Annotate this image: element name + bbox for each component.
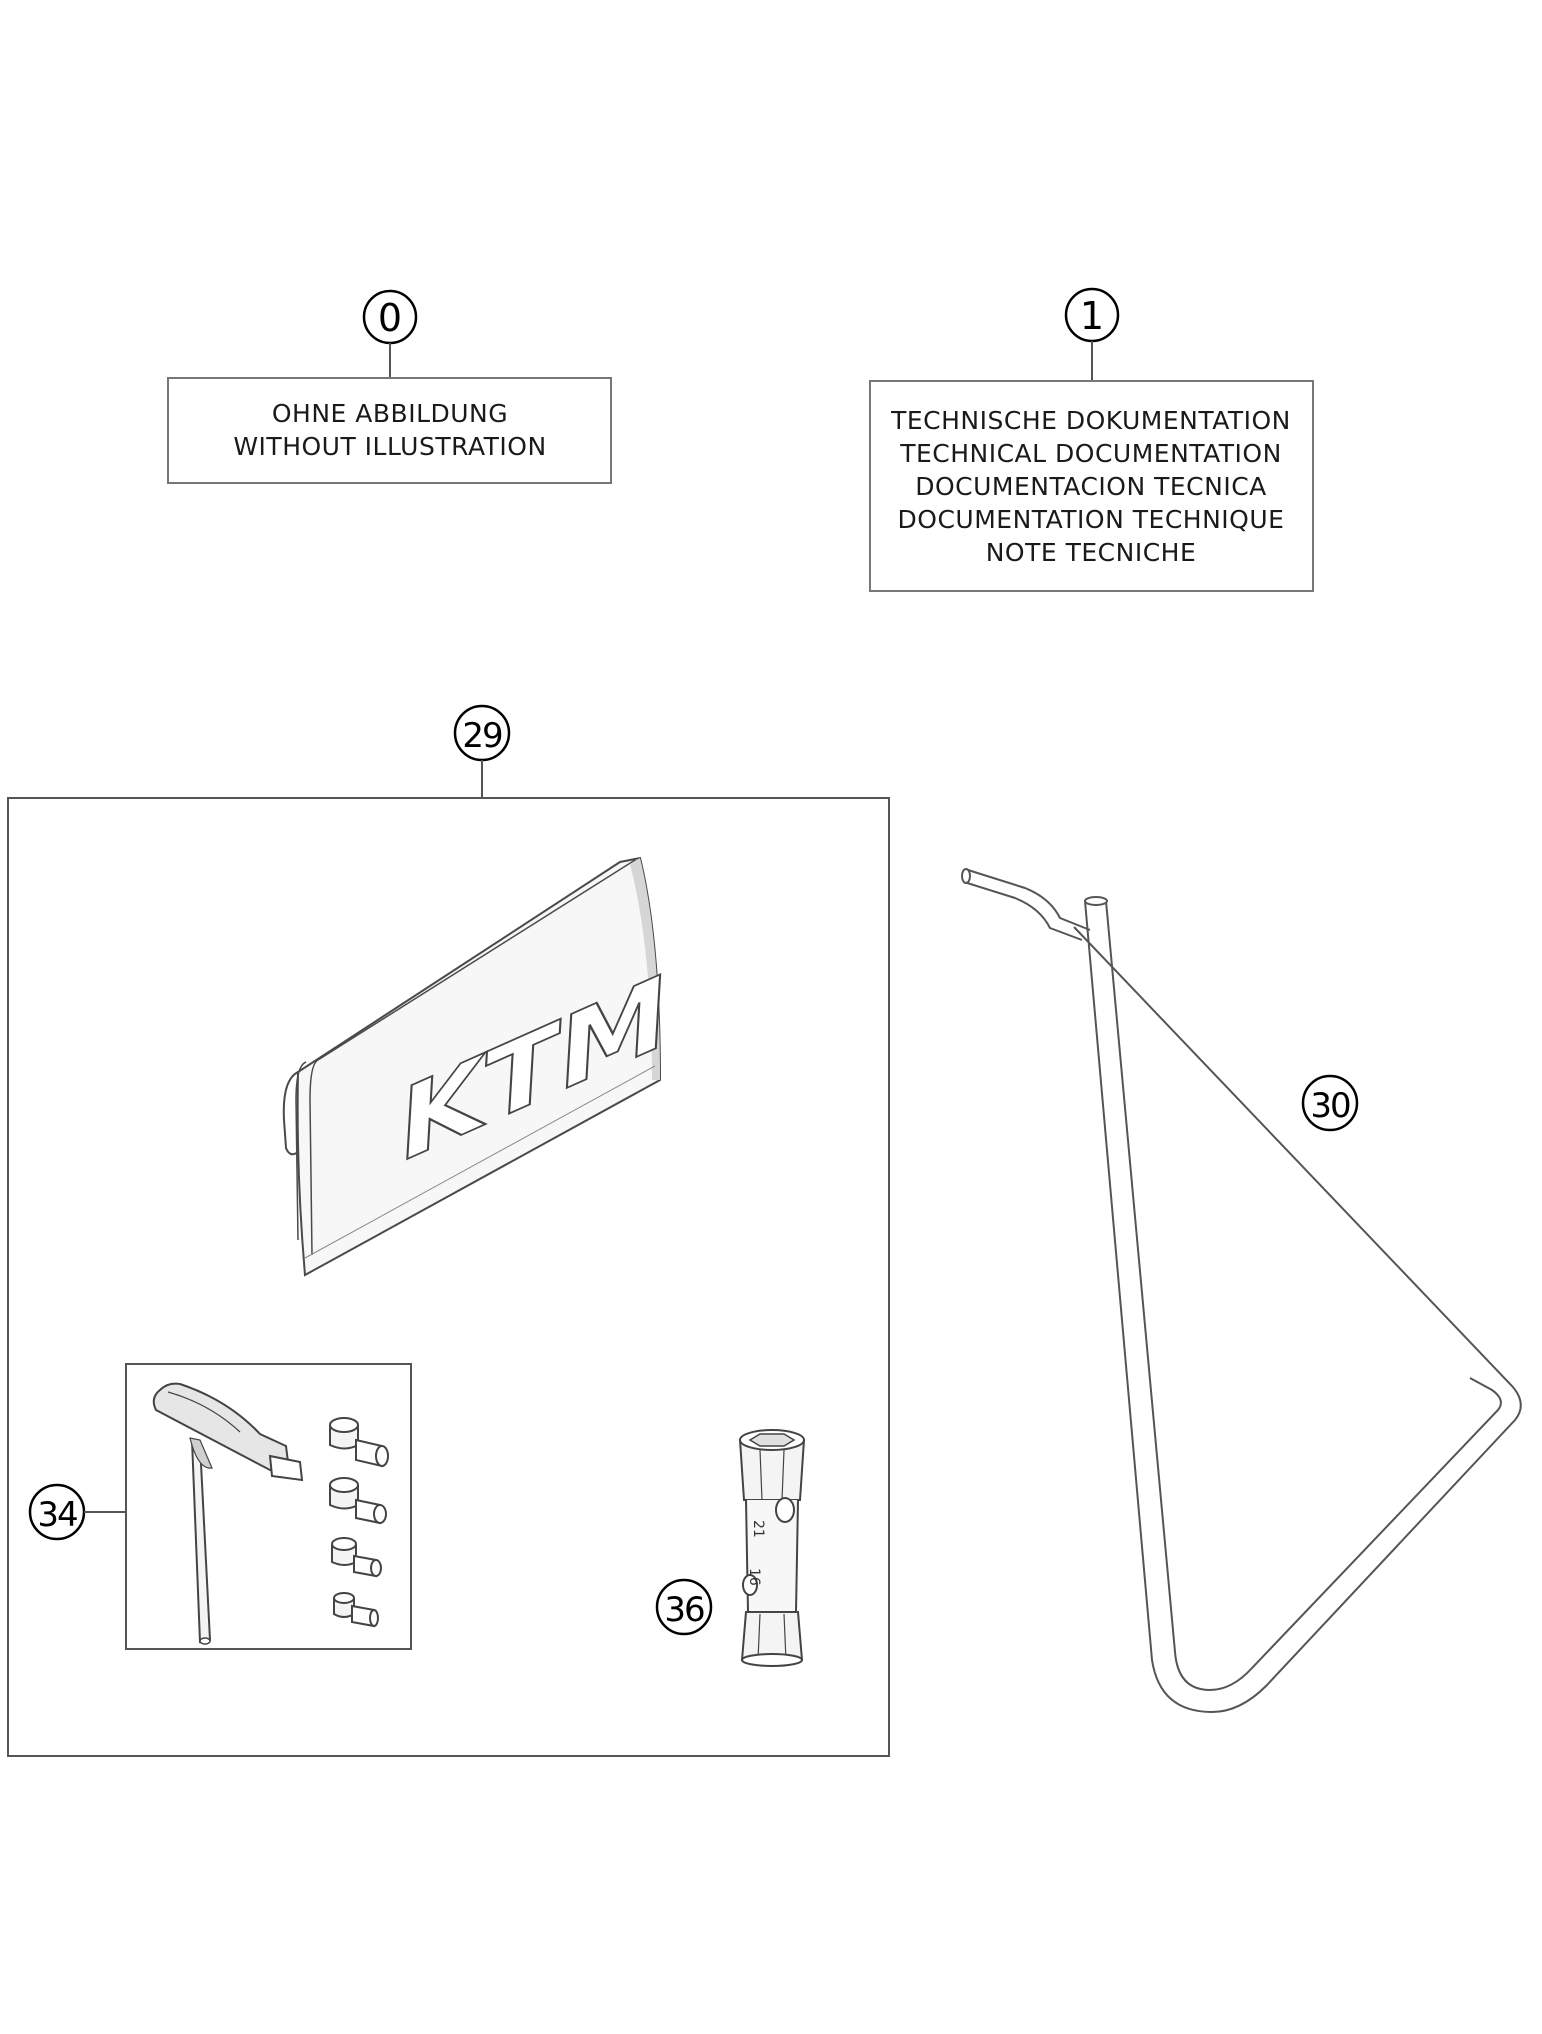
callout-29-label: 29	[462, 716, 502, 756]
callout-30[interactable]: 30	[1301, 1074, 1359, 1132]
box1-line1: TECHNISCHE DOKUMENTATION	[890, 406, 1291, 435]
box1-line3: DOCUMENTACION TECNICA	[915, 472, 1267, 501]
wrench-size-lower: 16	[746, 1568, 762, 1586]
socket-bit	[329, 1417, 389, 1468]
callout-1-label: 1	[1080, 294, 1104, 338]
box0-line1: OHNE ABBILDUNG	[272, 399, 508, 428]
side-stand[interactable]	[961, 868, 1522, 1714]
box0-line2: WITHOUT ILLUSTRATION	[233, 432, 546, 461]
callout-34-label: 34	[37, 1495, 77, 1535]
tool-pouch[interactable]: KTM	[282, 856, 678, 1277]
label-box-without-illustration: OHNE ABBILDUNG WITHOUT ILLUSTRATION	[167, 377, 612, 484]
callout-29[interactable]: 29	[453, 704, 511, 762]
hex-key-set[interactable]	[125, 1363, 412, 1650]
callout-36[interactable]: 36	[655, 1578, 713, 1636]
socket-bit	[329, 1477, 387, 1525]
label-box-technical-documentation: TECHNISCHE DOKUMENTATION TECHNICAL DOCUM…	[869, 380, 1314, 592]
box1-line4: DOCUMENTATION TECHNIQUE	[898, 505, 1285, 534]
callout-30-label: 30	[1310, 1086, 1350, 1126]
spark-plug-wrench[interactable]: 21 16	[738, 1429, 806, 1667]
callout-0[interactable]: 0	[362, 289, 418, 345]
callout-36-label: 36	[664, 1590, 704, 1630]
toolkit-frame	[7, 797, 890, 1757]
socket-bit	[333, 1592, 379, 1628]
callout-34[interactable]: 34	[28, 1483, 86, 1541]
wrench-size-upper: 21	[750, 1520, 766, 1538]
socket-bit	[331, 1537, 382, 1578]
box1-line2: TECHNICAL DOCUMENTATION	[899, 439, 1282, 468]
box1-line5: NOTE TECNICHE	[986, 538, 1197, 567]
callout-1[interactable]: 1	[1064, 287, 1120, 343]
callout-0-label: 0	[378, 296, 402, 340]
